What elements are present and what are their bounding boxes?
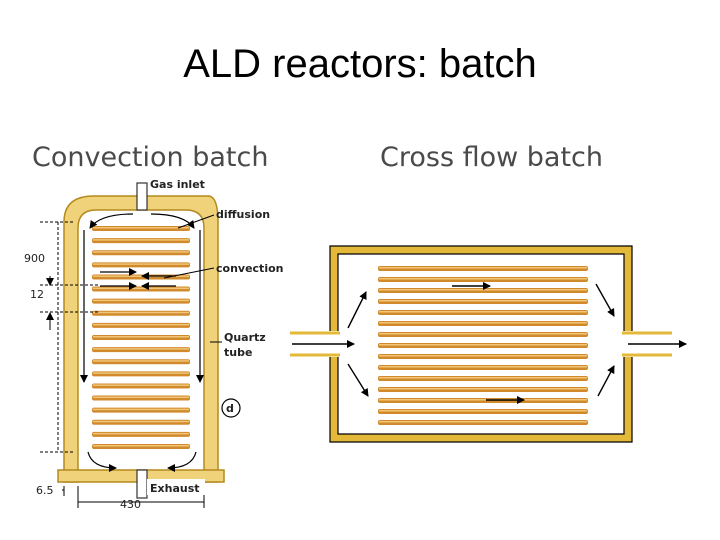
convection-batch-heading: Convection batch	[32, 142, 269, 173]
diffusion-flow-arrow	[89, 213, 134, 229]
exhaust-flow-arrow	[167, 451, 197, 472]
wafer-highlight	[93, 348, 189, 350]
wafer-highlight	[93, 323, 189, 326]
flow-arrow-upper-left	[347, 291, 367, 329]
wafer-highlight	[379, 311, 587, 313]
convection-leader	[163, 267, 215, 279]
flow-arrow-lower-left	[347, 363, 369, 397]
wafer-highlight	[93, 372, 189, 374]
wafer-highlight	[93, 420, 189, 423]
diffusion-leader	[177, 214, 215, 229]
wafer-highlight	[379, 267, 587, 269]
height-dimension-value: 900	[24, 252, 45, 265]
wafer-highlight	[93, 336, 189, 338]
wafer-highlight	[93, 360, 189, 362]
wafer-highlight	[379, 300, 587, 302]
cross-flow-reactor	[290, 245, 687, 443]
wafer-highlight	[93, 263, 189, 265]
cross-flow-batch-heading: Cross flow batch	[380, 142, 604, 173]
wafer-highlight	[379, 377, 587, 379]
exhaust-label-box	[147, 479, 205, 495]
wafer-highlight	[379, 322, 587, 324]
wafer-highlight	[93, 227, 189, 229]
wafer-highlight	[379, 388, 587, 390]
wafer-highlight	[93, 251, 189, 253]
flow-arrow-upper-right	[595, 283, 615, 317]
wafer-highlight	[93, 287, 189, 290]
gas-inlet-label: Gas inlet	[150, 178, 205, 191]
wafer-highlight	[93, 432, 189, 435]
slide-title: ALD reactors: batch	[183, 42, 537, 86]
exhaust-pipe	[136, 469, 148, 499]
wafer-highlight	[93, 396, 189, 399]
exhaust-flow-arrow	[87, 451, 117, 472]
convection-label: convection	[216, 262, 283, 275]
wafer-highlight	[379, 333, 587, 335]
convection-reactor: Gas inlet diffusion convection Quartz tu…	[24, 178, 283, 511]
flow-arrow-lower-right	[597, 365, 615, 397]
wafer-highlight	[93, 445, 189, 447]
exhaust-label: Exhaust	[150, 482, 200, 495]
wafer-highlight	[379, 421, 587, 423]
wafer-highlight	[379, 278, 587, 280]
wafer-highlight	[379, 366, 587, 368]
wafer-highlight	[379, 355, 587, 357]
wafer-highlight	[93, 384, 189, 386]
wafer-highlight	[93, 311, 189, 314]
chamber-wall	[329, 245, 633, 443]
cross-flow-wafer-stack	[378, 266, 588, 425]
diffusion-label: diffusion	[216, 208, 270, 221]
quartz-label: Quartz	[224, 331, 266, 344]
d-marker-label: d	[226, 402, 234, 415]
wafer-highlight	[93, 408, 189, 411]
wall-dimension-value: 6.5	[36, 484, 54, 497]
gap-dimension-value: 12	[30, 288, 44, 301]
wafer-highlight	[93, 239, 189, 241]
wafer-highlight	[93, 299, 189, 302]
wafer-highlight	[379, 410, 587, 412]
wafer-highlight	[379, 399, 587, 401]
wafer-highlight	[379, 289, 587, 291]
width-dimension-value: 430	[120, 498, 141, 511]
convection-wafer-stack	[92, 226, 190, 449]
tube-label: tube	[224, 346, 252, 359]
d-marker-circle	[221, 398, 241, 418]
gas-inlet-pipe	[136, 182, 148, 211]
diffusion-flow-arrow	[150, 213, 195, 229]
wafer-highlight	[379, 344, 587, 346]
